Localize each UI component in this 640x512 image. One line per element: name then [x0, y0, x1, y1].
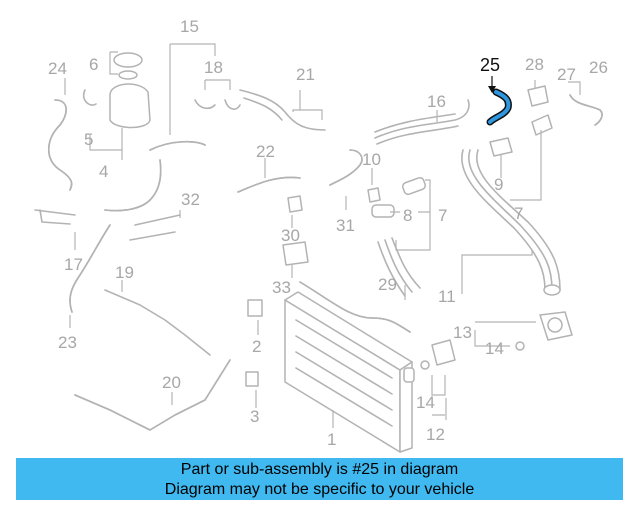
callout-7a: 7 — [438, 206, 447, 225]
pipe-20-part — [74, 359, 231, 431]
callout-2: 2 — [252, 337, 261, 356]
callout-27: 27 — [557, 65, 576, 84]
part-2 — [247, 299, 263, 317]
part-10 — [367, 187, 381, 203]
callout-30: 30 — [281, 226, 300, 245]
callout-23: 23 — [58, 333, 77, 352]
callout-5: 5 — [84, 130, 93, 149]
callout-20: 20 — [162, 373, 181, 392]
hose-21-part — [239, 89, 326, 131]
callout-15: 15 — [180, 17, 199, 36]
part-7-pipe — [531, 114, 553, 136]
callout-18: 18 — [204, 58, 223, 77]
highlighted-hose-25[interactable] — [486, 76, 512, 126]
callout-25: 25 — [480, 55, 500, 75]
callout-1: 1 — [327, 430, 336, 449]
callout-14b: 14 — [416, 393, 435, 412]
callout-22: 22 — [256, 142, 275, 161]
callout-11: 11 — [438, 287, 456, 306]
callout-10: 10 — [362, 150, 381, 169]
part-14-flange — [431, 339, 456, 366]
expansion-tank-part — [82, 52, 151, 129]
leader-lines — [64, 43, 581, 428]
callout-4: 4 — [99, 162, 108, 181]
hose-7-part — [384, 239, 413, 293]
banner-line-2: Diagram may not be specific to your vehi… — [164, 481, 475, 498]
callout-29: 29 — [378, 275, 397, 294]
callout-labels: 1 2 3 4 5 6 7 7 8 9 10 11 12 13 14 14 15… — [48, 17, 608, 449]
part-30 — [287, 195, 303, 213]
callout-19: 19 — [115, 263, 134, 282]
callout-21: 21 — [296, 65, 315, 84]
radiator-part — [284, 291, 415, 453]
callout-26: 26 — [589, 58, 608, 77]
callout-6: 6 — [89, 55, 98, 74]
callout-9: 9 — [494, 175, 503, 194]
callout-8: 8 — [403, 206, 412, 225]
callout-3: 3 — [250, 407, 259, 426]
callout-14a: 14 — [485, 339, 504, 358]
callout-17: 17 — [64, 255, 83, 274]
part-9 — [489, 137, 513, 157]
callout-33: 33 — [272, 278, 291, 297]
callout-31: 31 — [336, 216, 355, 235]
callout-24: 24 — [48, 59, 67, 78]
part-28 — [527, 85, 549, 107]
info-banner: Part or sub-assembly is #25 in diagram D… — [16, 458, 623, 500]
cooling-system-diagram: 1 2 3 4 5 6 7 7 8 9 10 11 12 13 14 14 15… — [34, 17, 608, 453]
part-33 — [282, 241, 309, 266]
hose-11-part — [468, 149, 553, 291]
callout-12: 12 — [426, 425, 445, 444]
rail-19-part — [104, 289, 211, 356]
callout-28: 28 — [525, 55, 544, 74]
hose-16-part — [374, 99, 470, 139]
callout-16: 16 — [427, 92, 446, 111]
banner-line-1: Part or sub-assembly is #25 in diagram — [180, 461, 459, 478]
callout-32: 32 — [181, 190, 200, 209]
callout-13: 13 — [453, 323, 472, 342]
part-3 — [245, 371, 259, 387]
pipe-32-part — [129, 214, 181, 241]
callout-7b: 7 — [514, 204, 523, 223]
